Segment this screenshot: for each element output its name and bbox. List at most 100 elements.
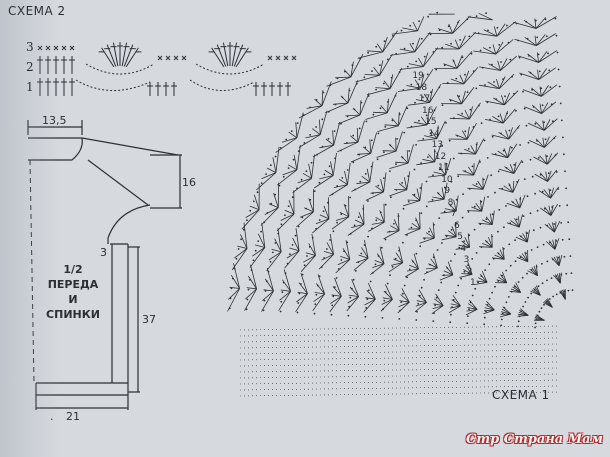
stitch-fan [492,116,504,124]
stitch-fan [293,154,298,170]
stitch-fan [385,284,393,300]
stitch-fan [380,179,384,192]
stitch-fan [407,199,420,201]
chain-dot [381,317,384,319]
chain-dot [456,222,458,225]
stitch-fan [296,112,304,138]
chain-dot [513,163,516,166]
chain-dot [426,73,429,76]
chain-dot [445,162,448,165]
stitch-fan [276,213,295,232]
chain-dot [335,277,338,279]
chain-dot [517,320,520,323]
stitch-fan [330,295,342,304]
chain-dot [487,29,489,32]
chain-arc [195,63,265,75]
stitch-fan [494,254,505,260]
stitch-fan [537,69,540,80]
chain-arc [75,79,151,91]
stitch-fan [547,170,552,182]
stitch-fan [506,202,521,209]
chain-dot [559,102,562,105]
stitch-fan [359,100,362,116]
stitch-fan [450,303,461,307]
stitch-fan [479,274,488,283]
chain-dot [375,219,378,222]
chain-arc [189,79,255,91]
stitch-fan [350,53,364,78]
stitch-fan [464,109,470,120]
chain-dot [391,265,394,268]
stitch-fan [455,246,470,250]
stitch-fan [388,143,397,152]
chain-dot [485,218,488,221]
stitch-fan [244,288,257,311]
chain-dot [479,49,482,52]
chain-dot [340,259,343,261]
chain-dot [541,104,544,107]
chain-dot [543,303,545,306]
stitch-fan [547,298,553,308]
chain-dot [395,163,397,166]
chain-dot [543,121,545,124]
chain-dot [256,191,259,194]
stitch-fan [245,209,260,218]
chain-dot [475,15,478,17]
chain-dot [291,196,294,199]
stitch-fan [332,102,349,105]
chain-dot [419,245,422,248]
stitch-fan [553,256,560,267]
stitch-fan [429,227,435,239]
stitch-fan [292,177,312,194]
stitch-fan [502,108,516,124]
chain-dot [567,221,570,224]
stitch-fan [465,265,473,275]
stitch-fan [390,262,403,266]
stitch-fan [519,234,528,243]
stitch-fan [411,193,421,201]
chain-dot [262,309,265,312]
stitch-fan [408,102,430,106]
stitch-fan [386,92,398,114]
stitch-fan [404,228,421,236]
stitch-fan [372,263,385,268]
stitch-fan [397,87,421,92]
stitch-fan [496,251,505,260]
stitch-fan [547,169,558,182]
chain-dot [425,114,428,117]
chain-dot [436,11,439,14]
stitch-fan [313,175,334,189]
stitch-fan [463,67,479,85]
stitch-fan [406,124,428,129]
stitch-tall [261,82,267,96]
stitch-fan [252,247,266,257]
chain-dot [249,209,252,212]
stitch-fan [512,286,521,293]
chain-dot [450,42,452,45]
stitch-fan [402,200,421,207]
stitch-fan [445,157,452,176]
chain-dot [484,269,487,271]
stitch-fan [465,309,478,316]
chain-dot [383,177,385,180]
stitch-fan [448,230,457,238]
stitch-fan [298,282,308,294]
chain-dot [269,164,272,167]
stitch-fan [498,187,514,193]
stitch-fan [347,80,359,104]
stitch-fan [346,296,359,312]
chain-dot [415,60,418,63]
stitch-fan [414,37,421,53]
chain-dot [363,76,366,79]
stitch-fan [264,278,274,292]
chain-dot [496,26,499,29]
stitch-fan [428,174,446,178]
chain-dot [303,264,306,267]
stitch-fan [379,246,385,264]
chain-dot [508,129,511,132]
chain-dot [505,301,508,304]
chain-dot [352,134,355,137]
stitch-fan [367,50,383,53]
stitch-fan [367,221,385,232]
chain-dot [290,130,293,133]
